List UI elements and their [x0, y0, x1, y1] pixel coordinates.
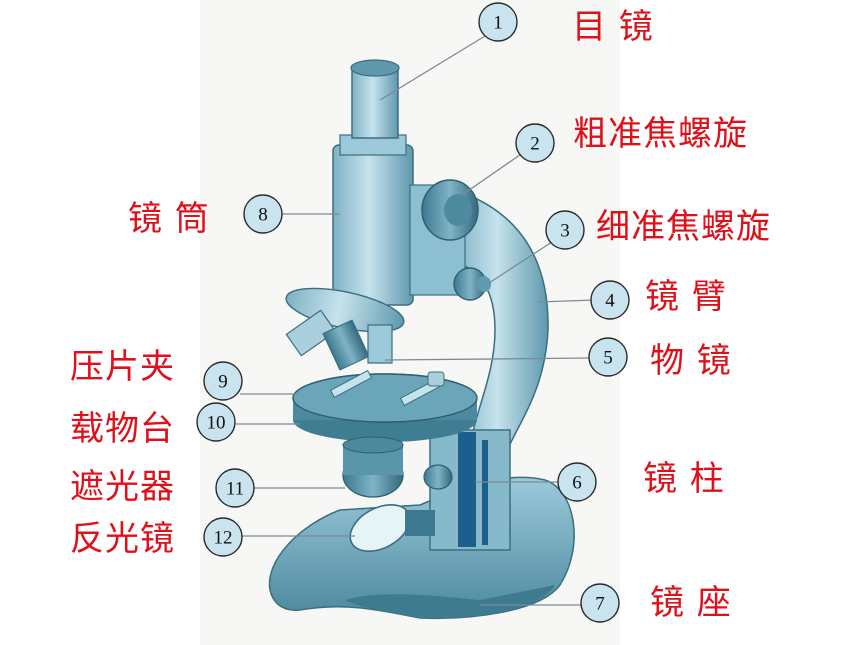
- callout-7: 7: [580, 583, 620, 623]
- svg-text:4: 4: [605, 291, 615, 312]
- callout-1: 1: [478, 2, 518, 42]
- svg-text:10: 10: [207, 413, 226, 434]
- label-coarse-knob: 粗准焦螺旋: [573, 114, 748, 154]
- callout-8: 8: [243, 194, 283, 234]
- leader-2: [461, 149, 528, 196]
- label-arm: 镜 臂: [645, 277, 727, 317]
- callout-5: 5: [588, 337, 628, 377]
- label-stage: 载物台: [70, 409, 175, 449]
- svg-text:2: 2: [530, 134, 540, 155]
- callout-2: 2: [515, 123, 555, 163]
- svg-text:3: 3: [560, 221, 570, 242]
- pillar-stripe-2: [482, 440, 488, 545]
- objective-3: [367, 324, 393, 364]
- base-front: [345, 585, 555, 619]
- svg-text:8: 8: [258, 205, 268, 226]
- label-tube: 镜 筒: [128, 199, 210, 239]
- label-objective: 物 镜: [650, 341, 732, 381]
- pillar-stripe: [458, 432, 476, 547]
- svg-text:7: 7: [595, 594, 605, 615]
- svg-text:11: 11: [226, 479, 244, 500]
- label-pillar: 镜 柱: [643, 459, 725, 499]
- leader-1: [379, 32, 491, 101]
- svg-text:6: 6: [572, 473, 582, 494]
- callout-9: 9: [203, 361, 243, 401]
- tube-shape: [332, 144, 414, 306]
- label-stage-clip: 压片夹: [70, 347, 175, 387]
- callout-4: 4: [590, 280, 630, 320]
- label-diaphragm: 遮光器: [70, 467, 175, 507]
- label-fine-knob: 细准焦螺旋: [596, 207, 771, 247]
- objective-1: [285, 309, 337, 357]
- callout-12: 12: [203, 517, 243, 557]
- callout-10: 10: [196, 402, 236, 442]
- label-mirror: 反光镜: [70, 519, 175, 559]
- objective-2: [322, 319, 370, 371]
- leader-4: [537, 299, 596, 303]
- svg-text:5: 5: [603, 348, 613, 369]
- clip-left: [329, 369, 373, 399]
- svg-text:1: 1: [493, 13, 503, 34]
- leader-3: [485, 239, 556, 286]
- leader-5: [384, 357, 591, 361]
- label-eyepiece: 目 镜: [572, 7, 654, 47]
- callout-3: 3: [545, 210, 585, 250]
- svg-text:9: 9: [218, 372, 228, 393]
- callout-11: 11: [215, 468, 255, 508]
- label-base: 镜 座: [650, 583, 732, 623]
- svg-text:12: 12: [214, 528, 233, 549]
- callout-6: 6: [557, 462, 597, 502]
- eyepiece-top: [350, 59, 400, 77]
- eyepiece-shape: [351, 65, 399, 139]
